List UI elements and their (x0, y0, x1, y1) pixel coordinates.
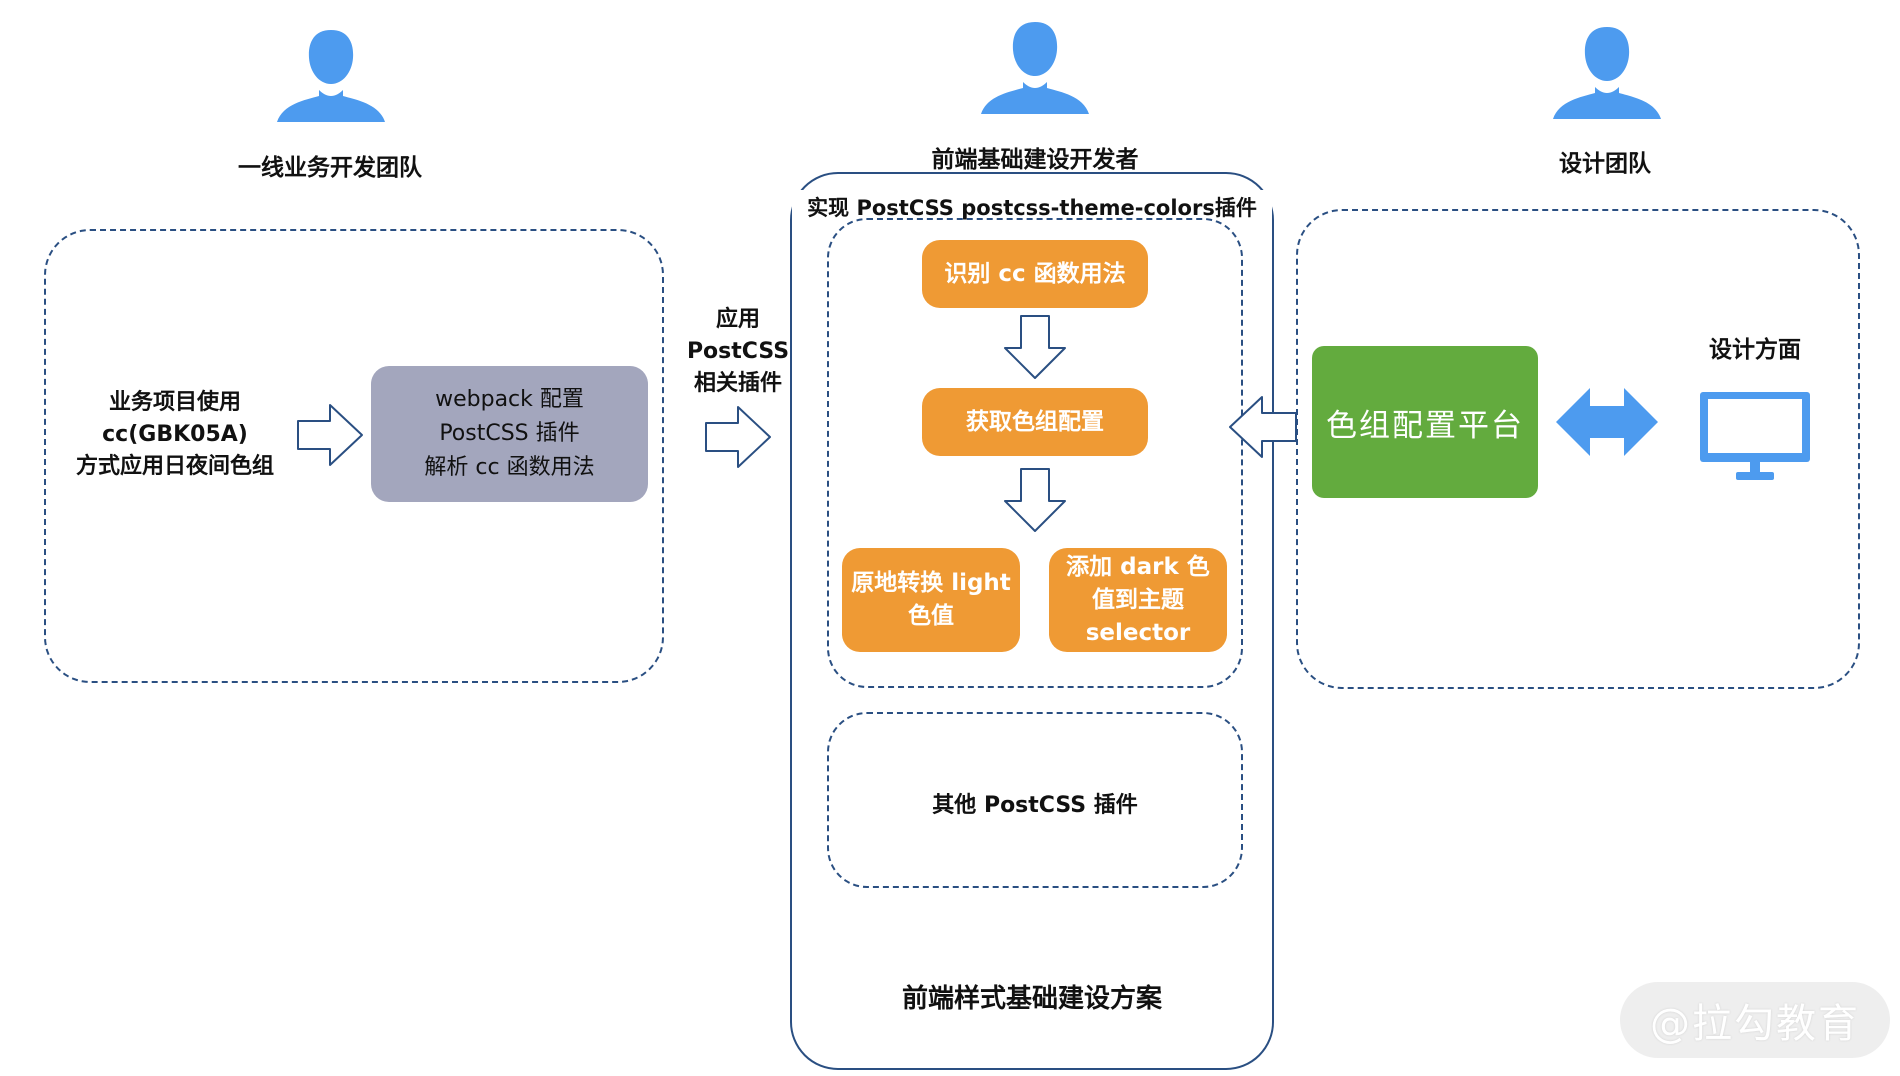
step-get-color-config: 获取色组配置 (922, 388, 1148, 456)
person-icon-left (277, 30, 385, 122)
arrow-right-icon (297, 404, 363, 466)
color-config-platform: 色组配置平台 (1312, 346, 1538, 498)
step-add-dark-values: 添加 dark 色 值到主题 selector (1049, 548, 1227, 652)
role-label-design-team: 设计团队 (1559, 151, 1651, 177)
arrow-down-icon (1004, 468, 1066, 532)
arrow-right-icon (705, 406, 771, 468)
design-aspect-label: 设计方面 (1709, 337, 1801, 363)
business-description: 业务项目使用 cc(GBK05A) 方式应用日夜间色组 (75, 390, 274, 479)
other-postcss-plugins-box (827, 712, 1243, 888)
apply-postcss-label: 应用 PostCSS 相关插件 (686, 307, 790, 396)
infra-solution-container (790, 172, 1274, 1070)
theme-colors-plugin-box (827, 218, 1243, 688)
step-identify-cc-usage: 识别 cc 函数用法 (922, 240, 1148, 308)
arrow-down-icon (1004, 315, 1066, 379)
role-label-infra-developer: 前端基础建设开发者 (931, 147, 1139, 173)
business-panel (44, 229, 664, 683)
monitor-icon (1700, 392, 1810, 480)
other-postcss-plugins-label: 其他 PostCSS 插件 (932, 793, 1138, 818)
design-panel (1296, 209, 1860, 689)
infra-solution-footer: 前端样式基础建设方案 (901, 983, 1162, 1014)
person-icon-right (1553, 27, 1661, 119)
double-arrow-icon (1556, 388, 1658, 456)
webpack-postcss-config-box: webpack 配置 PostCSS 插件 解析 cc 函数用法 (371, 366, 648, 502)
role-label-business-team: 一线业务开发团队 (238, 155, 422, 181)
arrow-left-icon (1229, 396, 1297, 458)
step-convert-light-values: 原地转换 light 色值 (842, 548, 1020, 652)
person-icon-middle (981, 22, 1089, 114)
watermark: @拉勾教育 (1620, 982, 1890, 1058)
